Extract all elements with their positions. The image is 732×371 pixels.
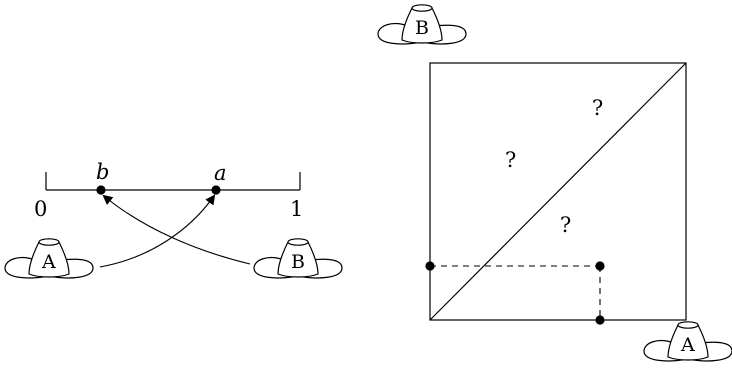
point-b-label: b	[96, 160, 109, 184]
region-mark-lower: ?	[560, 213, 571, 237]
hat-b-top-label: B	[415, 17, 429, 39]
arrow-hat-b-to-point-b	[104, 196, 250, 264]
dot-interior	[595, 261, 604, 270]
right-figure: ? ? ? B A	[378, 5, 732, 361]
hat-b-top-icon: B	[378, 5, 466, 44]
square-diagonal	[430, 63, 686, 320]
hat-a-bottom-label: A	[680, 334, 695, 356]
point-a-label: a	[214, 161, 227, 185]
dot-bottom-edge	[595, 315, 604, 324]
region-mark-upper-right: ?	[592, 96, 603, 120]
hat-a-left-label: A	[41, 251, 56, 273]
hat-a-left-icon: A	[5, 239, 93, 278]
unit-interval	[46, 172, 300, 190]
hat-b-right-label: B	[291, 251, 305, 273]
interval-start-label: 0	[34, 197, 47, 221]
dot-left-edge	[425, 261, 434, 270]
point-b-dot	[96, 185, 105, 194]
hat-b-right-icon: B	[254, 239, 342, 278]
left-figure: 0 1 b a A B	[5, 160, 342, 278]
region-mark-upper-left: ?	[505, 148, 516, 172]
hat-a-bottom-icon: A	[644, 322, 732, 361]
point-a-dot	[211, 185, 220, 194]
interval-end-label: 1	[290, 197, 303, 221]
